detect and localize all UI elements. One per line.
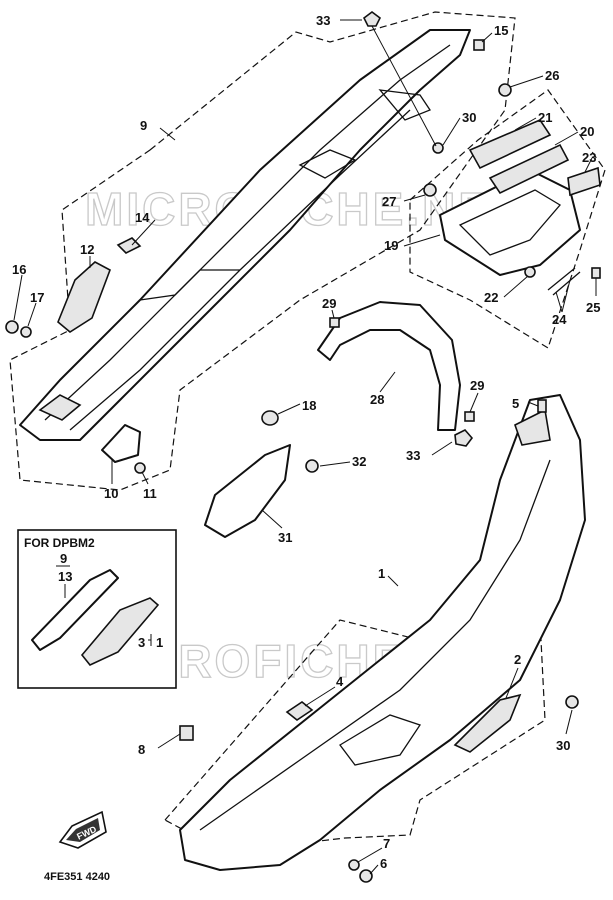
callout-27: 27 <box>382 194 396 209</box>
inset-title: FOR DPBM2 <box>24 536 95 550</box>
inset-stripe-decal <box>31 569 119 651</box>
inset-dpbm2: FOR DPBM2 9 13 3 1 <box>17 529 177 689</box>
callout-31: 31 <box>278 530 292 545</box>
callout-29-left: 29 <box>322 296 336 311</box>
callout-12: 12 <box>80 242 94 257</box>
callout-6: 6 <box>380 856 387 871</box>
inset-ref-3: 3 <box>138 635 145 650</box>
callout-32: 32 <box>352 454 366 469</box>
callout-10: 10 <box>104 486 118 501</box>
callout-1: 1 <box>378 566 385 581</box>
part-16-bolt <box>5 320 19 334</box>
callout-11: 11 <box>143 486 157 501</box>
part-18-collar <box>261 410 279 426</box>
part-1-side-cover <box>179 394 586 871</box>
assembly-outline-taillight <box>409 89 606 349</box>
callout-9: 9 <box>140 118 147 133</box>
callout-25: 25 <box>586 300 600 315</box>
callout-33-top: 33 <box>316 13 330 28</box>
callout-4: 4 <box>336 674 344 689</box>
part-5-bolt <box>537 399 547 413</box>
part-7-washer <box>348 859 360 871</box>
callout-14: 14 <box>135 210 150 225</box>
diagram-code: 4FE351 4240 <box>44 871 110 883</box>
part-32-screw <box>305 459 319 473</box>
callout-28: 28 <box>370 392 384 407</box>
assembly-outline-upper <box>9 11 516 491</box>
seat-cowl-frame <box>19 29 471 441</box>
callouts: 33 15 9 30 26 21 20 23 27 19 14 12 16 17… <box>12 13 600 871</box>
callout-29-right: 29 <box>470 378 484 393</box>
callout-21: 21 <box>538 110 552 125</box>
callout-18: 18 <box>302 398 316 413</box>
part-15-nut <box>473 39 485 51</box>
part-4-clip <box>285 701 314 721</box>
part-33-nut-lower <box>454 429 474 447</box>
callout-22: 22 <box>484 290 498 305</box>
leader-lines <box>13 19 597 875</box>
inset-gts-emblem <box>80 597 160 666</box>
part-22-grommet <box>524 266 536 278</box>
part-31-side-cover <box>204 444 291 538</box>
part-8-grommet <box>179 725 194 741</box>
callout-16: 16 <box>12 262 26 277</box>
callout-23: 23 <box>582 150 596 165</box>
callout-17: 17 <box>30 290 44 305</box>
part-24-bulb-stems <box>547 267 581 296</box>
callout-30-top: 30 <box>462 110 476 125</box>
callout-24: 24 <box>552 312 567 327</box>
callout-19: 19 <box>384 238 398 253</box>
part-33-nut-top <box>362 11 382 27</box>
part-17-washer <box>20 326 32 338</box>
part-28-grab-bar <box>317 301 461 431</box>
tail-light-assembly <box>439 119 601 276</box>
fwd-arrow-icon: FWD <box>58 810 107 849</box>
part-29-nut-right <box>464 411 475 422</box>
part-12-strip <box>57 261 111 333</box>
part-26-screw <box>498 83 512 97</box>
part-30-grommet-bottom <box>565 695 579 709</box>
part-2-emblem <box>453 693 522 753</box>
callout-33-lower: 33 <box>406 448 420 463</box>
callout-15: 15 <box>494 23 508 38</box>
part-27-screw <box>423 183 437 197</box>
callout-8: 8 <box>138 742 145 757</box>
inset-ref-1: 1 <box>156 635 163 650</box>
callout-30-bottom: 30 <box>556 738 570 753</box>
part-6-screw <box>359 869 373 883</box>
callout-2: 2 <box>514 652 521 667</box>
part-25-socket <box>591 267 601 279</box>
callout-5: 5 <box>512 396 519 411</box>
callout-7: 7 <box>383 836 390 851</box>
part-11-grommet <box>134 462 146 474</box>
part-10-bracket <box>101 424 141 463</box>
callout-26: 26 <box>545 68 559 83</box>
inset-ref-9: 9 <box>60 551 67 566</box>
callout-20: 20 <box>580 124 594 139</box>
part-30-grommet-top <box>432 142 444 154</box>
part-29-nut-left <box>329 317 340 328</box>
inset-ref-13: 13 <box>58 569 72 584</box>
